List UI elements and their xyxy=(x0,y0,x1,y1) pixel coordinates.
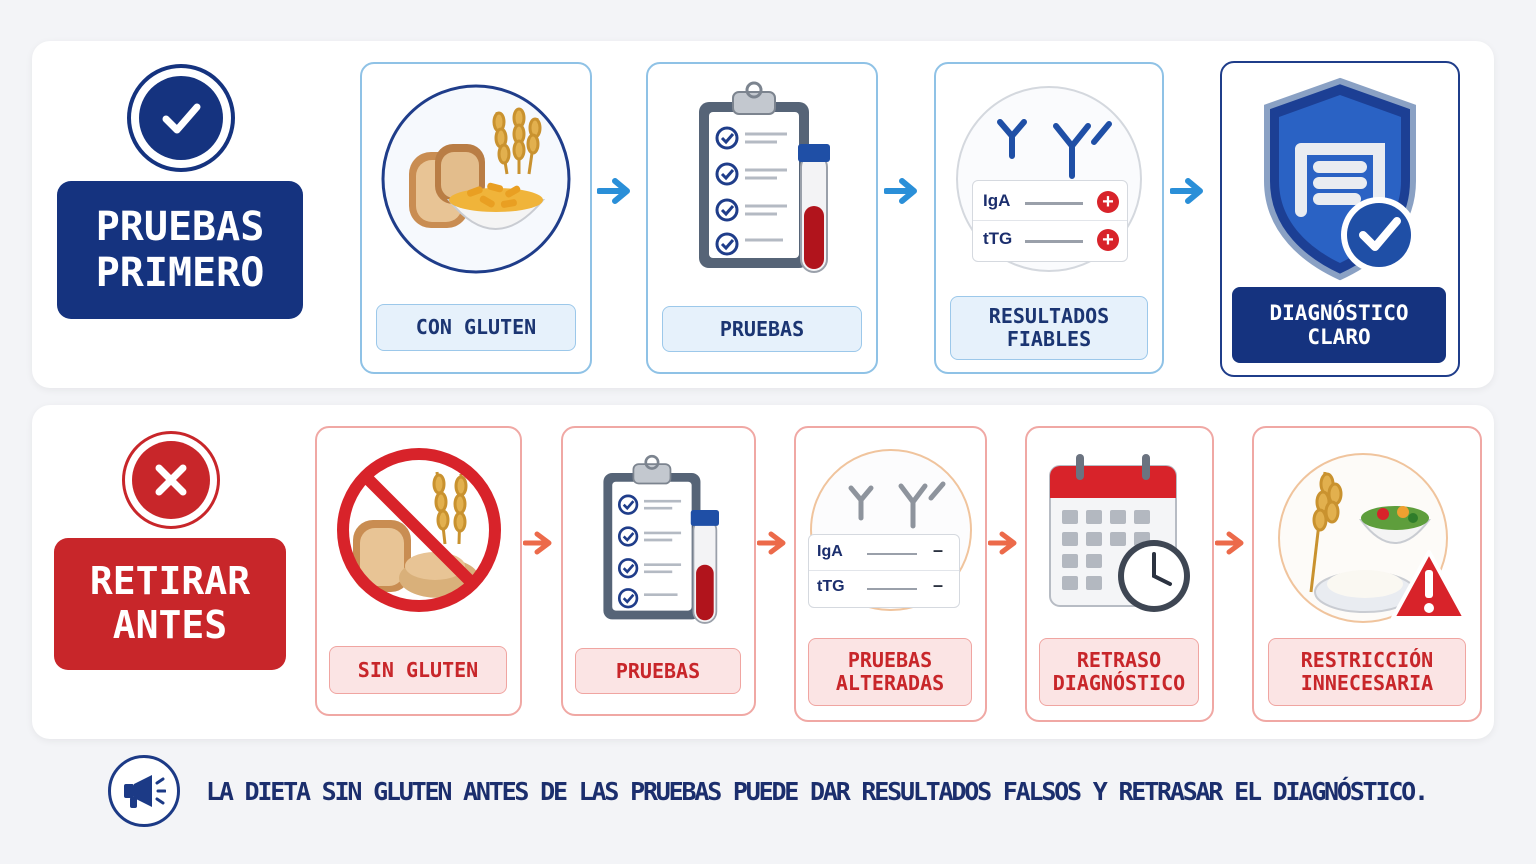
step-restriccion-innecesaria: RESTRICCIÓN INNECESARIA xyxy=(1252,426,1482,722)
arrow-right-icon xyxy=(988,531,1017,555)
test-result-positive-icon: + xyxy=(1097,191,1119,213)
shield-intestine-check-icon xyxy=(1264,77,1417,281)
arrow-right-icon xyxy=(1215,531,1244,555)
no-gluten-prohibited-icon xyxy=(336,448,501,612)
arrow-right-icon xyxy=(757,531,786,555)
step-retraso-diagnostico: RETRASO DIAGNÓSTICO xyxy=(1025,426,1214,722)
test-name-iga: IgA xyxy=(983,191,1011,210)
good-label-line1: PRUEBAS xyxy=(95,204,265,250)
caption-retraso-diagnostico: RETRASO DIAGNÓSTICO xyxy=(1039,638,1199,706)
test-panel-good: IgA + tTG + xyxy=(972,180,1128,262)
arrow-right-icon xyxy=(523,531,552,555)
test-name-ttg: tTG xyxy=(983,229,1013,248)
step-resultados-fiables: IgA + tTG + RESULTADOS FIABLES xyxy=(934,62,1164,374)
caption-sin-gluten: SIN GLUTEN xyxy=(329,646,507,694)
test-panel-bad: IgA – tTG – xyxy=(808,534,960,608)
test-result-positive-icon: + xyxy=(1097,229,1119,251)
calendar-clock-icon xyxy=(1048,454,1190,612)
step-pruebas-alteradas: IgA – tTG – PRUEBAS ALTERADAS xyxy=(794,426,987,722)
step-pruebas-bad: PRUEBAS xyxy=(561,426,756,716)
caption-restriccion-innecesaria: RESTRICCIÓN INNECESARIA xyxy=(1268,638,1466,706)
clipboard-blood-test-icon xyxy=(699,81,830,273)
arrow-right-icon xyxy=(884,178,917,204)
footer-message: LA DIETA SIN GLUTEN ANTES DE LAS PRUEBAS… xyxy=(206,777,1429,806)
x-circle-icon xyxy=(122,431,220,529)
caption-resultados-fiables: RESULTADOS FIABLES xyxy=(950,296,1148,360)
good-label-line2: PRIMERO xyxy=(95,250,265,296)
caption-pruebas-bad: PRUEBAS xyxy=(575,648,741,694)
test-name-ttg: tTG xyxy=(817,578,845,595)
step-diagnostico-claro: DIAGNÓSTICO CLARO xyxy=(1220,61,1460,377)
caption-diagnostico-claro: DIAGNÓSTICO CLARO xyxy=(1232,287,1446,363)
caption-con-gluten: CON GLUTEN xyxy=(376,304,576,351)
check-circle-icon xyxy=(127,64,235,172)
caption-pruebas-alteradas: PRUEBAS ALTERADAS xyxy=(808,638,972,706)
arrow-right-icon xyxy=(597,178,630,204)
food-warning-icon xyxy=(1278,453,1467,623)
step-pruebas-good: PRUEBAS xyxy=(646,62,878,374)
arrow-right-icon xyxy=(1170,178,1203,204)
megaphone-icon xyxy=(108,755,180,827)
step-con-gluten: CON GLUTEN xyxy=(360,62,592,374)
step-sin-gluten: SIN GLUTEN xyxy=(315,426,522,716)
test-result-negative-icon: – xyxy=(932,575,943,595)
test-name-iga: IgA xyxy=(817,543,843,560)
bread-pasta-wheat-icon xyxy=(381,84,571,274)
bad-label-line1: RETIRAR xyxy=(89,559,251,604)
clipboard-blood-test-icon xyxy=(602,454,719,624)
test-result-negative-icon: – xyxy=(932,540,943,560)
bad-label-line2: ANTES xyxy=(112,603,228,647)
caption-pruebas-good: PRUEBAS xyxy=(662,306,862,352)
